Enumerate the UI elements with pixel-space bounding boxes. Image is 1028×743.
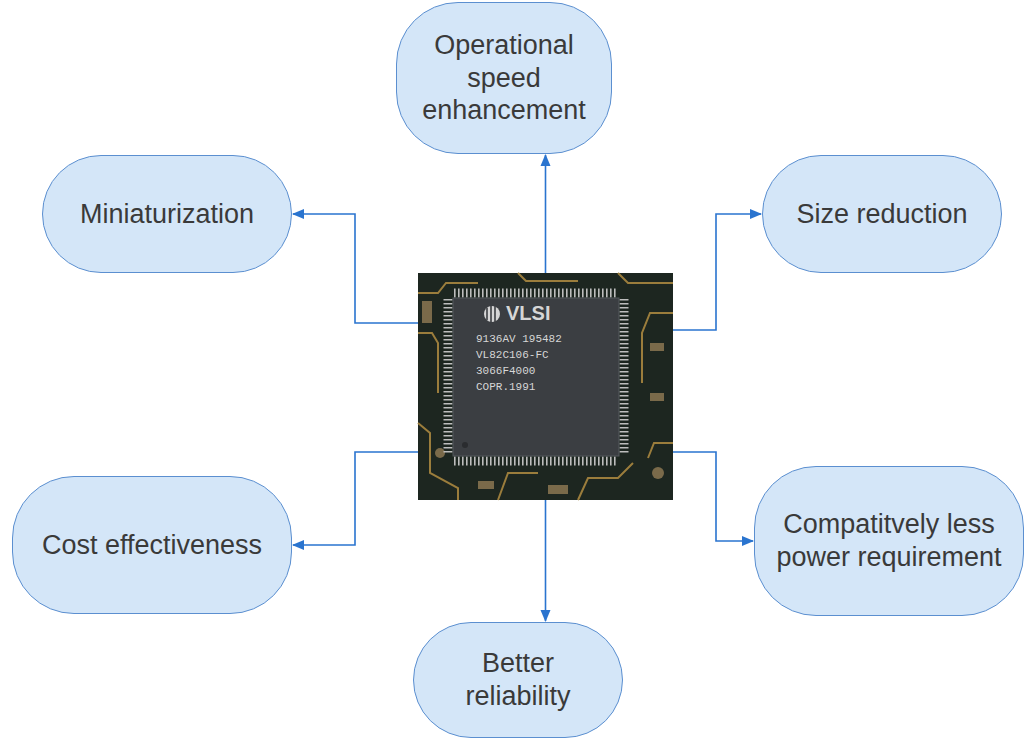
benefit-bubble: Operational speed enhancement (396, 2, 612, 154)
component (422, 301, 432, 323)
chip-marking: COPR.1991 (476, 381, 535, 393)
benefit-bubble: Size reduction (762, 155, 1002, 273)
component (548, 485, 568, 494)
logo-stripe (490, 306, 492, 322)
logo-stripe (486, 308, 488, 320)
pin-row (454, 289, 618, 298)
board-ground (418, 273, 673, 500)
chip-brand: VLSI (506, 302, 550, 324)
arrow-connector (673, 452, 753, 541)
trace (618, 273, 673, 283)
component (650, 343, 664, 351)
arrow-connector (293, 214, 418, 323)
chip-body (453, 298, 619, 456)
benefit-label: Miniaturization (80, 198, 254, 231)
component (650, 393, 664, 401)
trace (578, 463, 633, 500)
benefit-bubble: Better reliability (413, 622, 623, 738)
trace (498, 473, 538, 500)
vlsi-chip: VLSI 9136AV 195482VL82C106-FC 3066F4000COP… (418, 273, 673, 500)
component (478, 481, 494, 489)
logo-disc (484, 306, 500, 322)
arrow-connector (293, 452, 418, 545)
trace (418, 333, 438, 393)
benefit-label: Cost effectiveness (42, 529, 262, 562)
trace (418, 423, 458, 500)
pin-row (620, 299, 629, 455)
benefit-bubble: Compatitvely less power requirement (754, 466, 1024, 616)
benefit-bubble: Cost effectiveness (12, 476, 292, 614)
pin-one-dot (462, 442, 468, 448)
pin-row (444, 299, 453, 455)
chip-marking: 9136AV 195482 (476, 333, 562, 345)
benefit-label: Operational speed enhancement (417, 29, 591, 128)
trace (648, 443, 673, 458)
chip-pins (448, 293, 624, 461)
chip-marking: VL82C106-FC (476, 349, 549, 361)
component (435, 448, 445, 458)
arrow-connector (545, 500, 547, 621)
benefit-label: Better reliability (434, 647, 602, 713)
vlsi-logo (484, 306, 500, 322)
trace (642, 313, 673, 383)
board-traces (418, 273, 673, 500)
benefit-label: Compatitvely less power requirement (775, 508, 1003, 574)
arrow-connector (673, 214, 761, 330)
logo-stripe (494, 306, 496, 322)
trace (518, 273, 578, 281)
logo-stripes (487, 306, 495, 322)
circuit-board (418, 273, 673, 500)
arrow-connector (545, 155, 547, 273)
pin-row (454, 457, 618, 466)
benefit-bubble: Miniaturization (42, 155, 292, 273)
chip-marking: 3066F4000 (476, 365, 535, 377)
component (652, 467, 664, 479)
trace (418, 283, 478, 293)
benefit-label: Size reduction (796, 198, 967, 231)
